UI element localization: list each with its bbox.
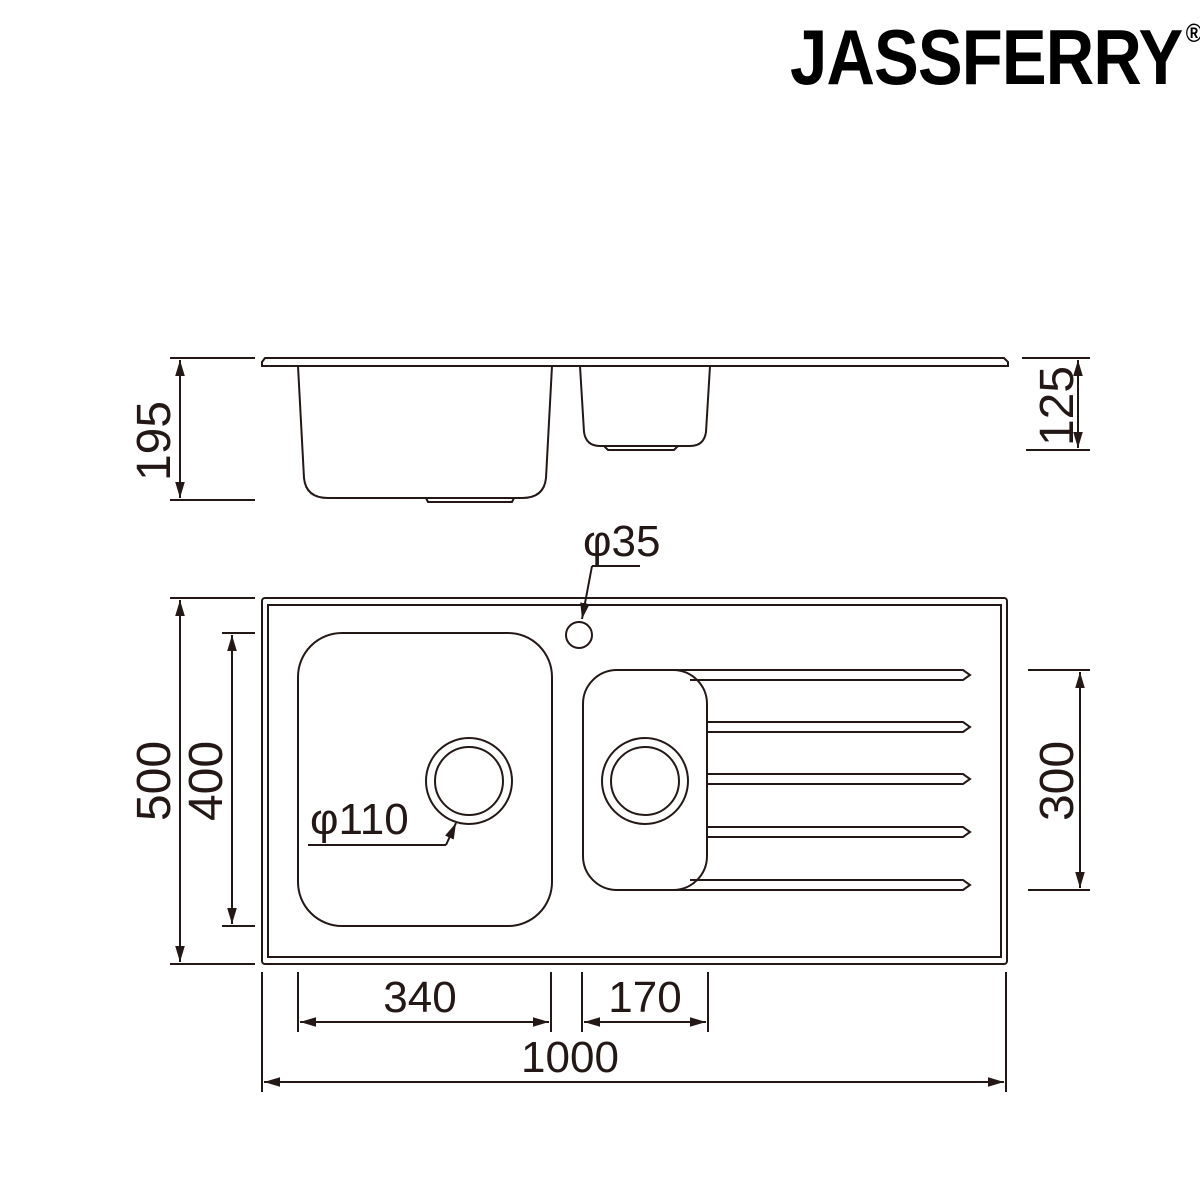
small-waste-inner	[610, 746, 680, 816]
registered-mark: ®	[1185, 18, 1200, 48]
side-main-bowl	[297, 365, 553, 499]
dimension-195	[170, 357, 255, 501]
drainer-grooves	[670, 669, 972, 891]
side-small-bowl	[579, 365, 711, 447]
sink-inner-rim	[267, 604, 1002, 958]
label-1000: 1000	[521, 1033, 619, 1082]
small-waste-outer	[601, 737, 689, 825]
label-170: 170	[608, 973, 681, 1022]
dimension-500	[170, 597, 255, 965]
dimension-125	[1022, 357, 1090, 451]
dimension-170	[581, 972, 709, 1032]
main-waste-outer	[425, 737, 513, 825]
drainer-groove	[708, 773, 972, 785]
label-300: 300	[1031, 741, 1084, 821]
dimension-340	[297, 972, 552, 1032]
sink-outline	[261, 597, 1008, 965]
side-main-waste	[425, 497, 515, 503]
top-view	[261, 597, 1008, 965]
brand-name: JASSFERRY	[790, 13, 1183, 101]
side-small-waste	[603, 445, 679, 451]
tap-hole	[565, 621, 593, 649]
tap-hole-leader	[580, 565, 640, 620]
brand-logo: JASSFERRY®	[790, 18, 1200, 96]
drainer-groove	[708, 721, 972, 733]
waste-leader	[308, 822, 457, 846]
dimension-1000	[261, 972, 1007, 1092]
dimension-300	[1028, 669, 1090, 891]
label-500: 500	[128, 741, 181, 821]
label-340: 340	[383, 973, 456, 1022]
drainer-groove	[670, 879, 972, 891]
drainer-groove	[670, 669, 972, 681]
side-flange	[261, 357, 1009, 367]
label-195: 195	[128, 401, 181, 481]
main-bowl	[297, 632, 553, 927]
main-waste-inner	[434, 746, 504, 816]
drainer-groove	[708, 826, 972, 838]
dimension-400	[222, 632, 255, 927]
side-view	[261, 357, 1009, 503]
label-400: 400	[180, 741, 233, 821]
small-bowl	[582, 669, 708, 891]
label-tap-hole: φ35	[583, 517, 660, 566]
label-waste: φ110	[310, 795, 409, 844]
label-125: 125	[1031, 366, 1084, 446]
